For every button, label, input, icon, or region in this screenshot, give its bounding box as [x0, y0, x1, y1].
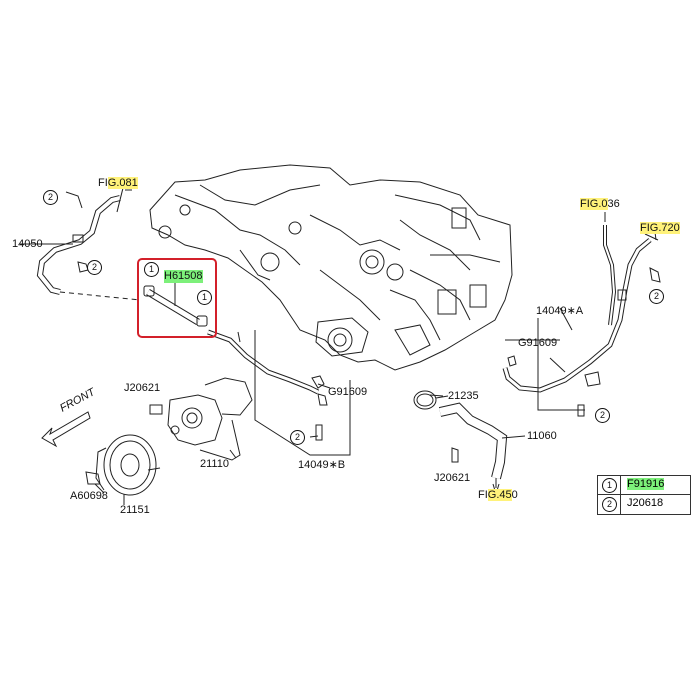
part-14050[interactable]: 14050 [12, 238, 43, 250]
part-14049a[interactable]: 14049∗A [536, 305, 584, 317]
callout-2[interactable]: 2 [87, 260, 102, 275]
selected-part-box[interactable] [137, 258, 217, 338]
part-g91609-right[interactable]: G91609 [518, 337, 558, 349]
legend-callout-2: 2 [602, 497, 617, 512]
callout-2[interactable]: 2 [290, 430, 305, 445]
part-g91609-center[interactable]: G91609 [328, 386, 368, 398]
pump-gasket [204, 377, 253, 416]
legend-row-2: 2 J20618 [598, 495, 690, 513]
part-j20621-right[interactable]: J20621 [434, 472, 471, 484]
callout-2[interactable]: 2 [649, 289, 664, 304]
fig-ref-081[interactable]: FIG.081 [98, 177, 138, 189]
callout-2[interactable]: 2 [595, 408, 610, 423]
legend-code-2[interactable]: J20618 [627, 497, 664, 509]
legend-code-1[interactable]: F91916 [627, 478, 665, 490]
front-arrow [41, 411, 91, 448]
engine-block [149, 164, 513, 371]
engine-port [359, 249, 385, 275]
fig-ref-450[interactable]: FIG.450 [478, 489, 518, 501]
part-21110[interactable]: 21110 [200, 458, 229, 470]
hose-14050 [36, 195, 121, 295]
fig-ref-036[interactable]: FIG.036 [580, 198, 620, 210]
part-j20621-left[interactable]: J20621 [124, 382, 161, 394]
fig-ref-720[interactable]: FIG.720 [640, 222, 680, 234]
part-21235[interactable]: 21235 [448, 390, 479, 402]
part-h61508[interactable]: H61508 [164, 270, 203, 283]
callout-1[interactable]: 1 [144, 262, 159, 277]
part-11060[interactable]: 11060 [527, 430, 557, 442]
o-ring-21235 [413, 390, 437, 410]
legend-callout-1: 1 [602, 478, 617, 493]
legend-table: 1 F91916 2 J20618 [597, 475, 691, 515]
callout-1[interactable]: 1 [197, 290, 212, 305]
water-pump [167, 394, 223, 446]
legend-row-1: 1 F91916 [598, 476, 690, 495]
part-14049b[interactable]: 14049∗B [298, 459, 346, 471]
part-21151[interactable]: 21151 [120, 504, 150, 516]
part-a60698[interactable]: A60698 [70, 490, 108, 502]
pulley [103, 434, 157, 496]
callout-2[interactable]: 2 [43, 190, 58, 205]
